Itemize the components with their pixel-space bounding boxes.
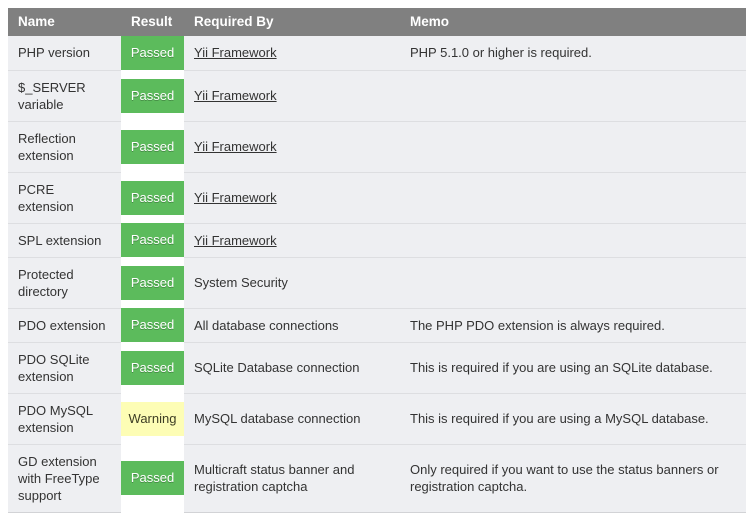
cell-name: Protected directory (8, 256, 121, 309)
memo-text: This is required if you are using a MySQ… (410, 411, 709, 426)
cell-name: PDO extension (8, 307, 121, 343)
cell-required-by: All database connections (184, 307, 400, 343)
cell-result: Passed (121, 257, 184, 308)
cell-result: Passed (121, 308, 184, 342)
status-badge: Passed (121, 461, 184, 495)
status-badge: Passed (121, 350, 184, 385)
required-by-text: All database connections (194, 317, 339, 333)
status-badge: Passed (121, 223, 184, 257)
status-badge: Passed (121, 36, 184, 70)
cell-name: SPL extension (8, 222, 121, 258)
cell-required-by: Yii Framework (184, 222, 400, 258)
required-by-link[interactable]: Yii Framework (194, 139, 277, 154)
required-by-link[interactable]: Yii Framework (194, 232, 277, 248)
column-header-memo: Memo (400, 8, 746, 36)
cell-required-by: Multicraft status banner and registratio… (184, 443, 400, 513)
cell-result: Passed (121, 36, 184, 70)
cell-required-by: MySQL database connection (184, 392, 400, 445)
cell-name: GD extension with FreeType support (8, 443, 121, 513)
cell-result: Passed (121, 444, 184, 512)
status-badge: Passed (121, 129, 184, 164)
cell-name: PCRE extension (8, 171, 121, 224)
cell-result: Passed (121, 70, 184, 121)
cell-name: $_SERVER variable (8, 69, 121, 122)
column-header-required-by: Required By (184, 8, 400, 36)
cell-memo (400, 69, 746, 122)
cell-result: Passed (121, 121, 184, 172)
status-badge: Passed (121, 180, 184, 215)
cell-name: PDO MySQL extension (8, 392, 121, 445)
cell-memo (400, 171, 746, 224)
required-by-text: MySQL database connection (194, 411, 361, 426)
cell-result: Warning (121, 393, 184, 444)
required-by-text: Multicraft status banner and registratio… (194, 462, 355, 494)
required-by-text: SQLite Database connection (194, 360, 360, 375)
cell-memo (400, 222, 746, 258)
required-by-text: System Security (194, 275, 288, 290)
table-header: Name Result Required By Memo (8, 8, 746, 36)
cell-result: Passed (121, 172, 184, 223)
memo-text: The PHP PDO extension is always required… (410, 317, 665, 333)
column-header-name: Name (8, 8, 121, 36)
cell-name: PDO SQLite extension (8, 341, 121, 394)
cell-result: Passed (121, 342, 184, 393)
cell-required-by: Yii Framework (184, 171, 400, 224)
cell-memo (400, 120, 746, 173)
status-badge: Passed (121, 78, 184, 113)
cell-required-by: SQLite Database connection (184, 341, 400, 394)
memo-text: Only required if you want to use the sta… (410, 462, 719, 494)
memo-text: This is required if you are using an SQL… (410, 360, 713, 375)
cell-memo: This is required if you are using an SQL… (400, 341, 746, 394)
cell-required-by: Yii Framework (184, 120, 400, 173)
status-badge: Warning (121, 401, 184, 436)
cell-memo: PHP 5.1.0 or higher is required. (400, 36, 746, 71)
memo-text: PHP 5.1.0 or higher is required. (410, 45, 592, 61)
cell-name: PHP version (8, 36, 121, 71)
table-header-row: Name Result Required By Memo (8, 8, 746, 36)
cell-memo: Only required if you want to use the sta… (400, 443, 746, 513)
status-badge: Passed (121, 265, 184, 300)
cell-memo: This is required if you are using a MySQ… (400, 392, 746, 445)
cell-required-by: Yii Framework (184, 36, 400, 71)
cell-memo: The PHP PDO extension is always required… (400, 307, 746, 343)
cell-required-by: System Security (184, 256, 400, 309)
requirements-table: Name Result Required By Memo PHP version… (8, 8, 746, 513)
cell-result: Passed (121, 223, 184, 257)
status-badge: Passed (121, 308, 184, 342)
cell-memo (400, 256, 746, 309)
cell-required-by: Yii Framework (184, 69, 400, 122)
required-by-link[interactable]: Yii Framework (194, 88, 277, 103)
required-by-link[interactable]: Yii Framework (194, 190, 277, 205)
column-header-result: Result (121, 8, 184, 36)
required-by-link[interactable]: Yii Framework (194, 45, 277, 61)
cell-name: Reflection extension (8, 120, 121, 173)
